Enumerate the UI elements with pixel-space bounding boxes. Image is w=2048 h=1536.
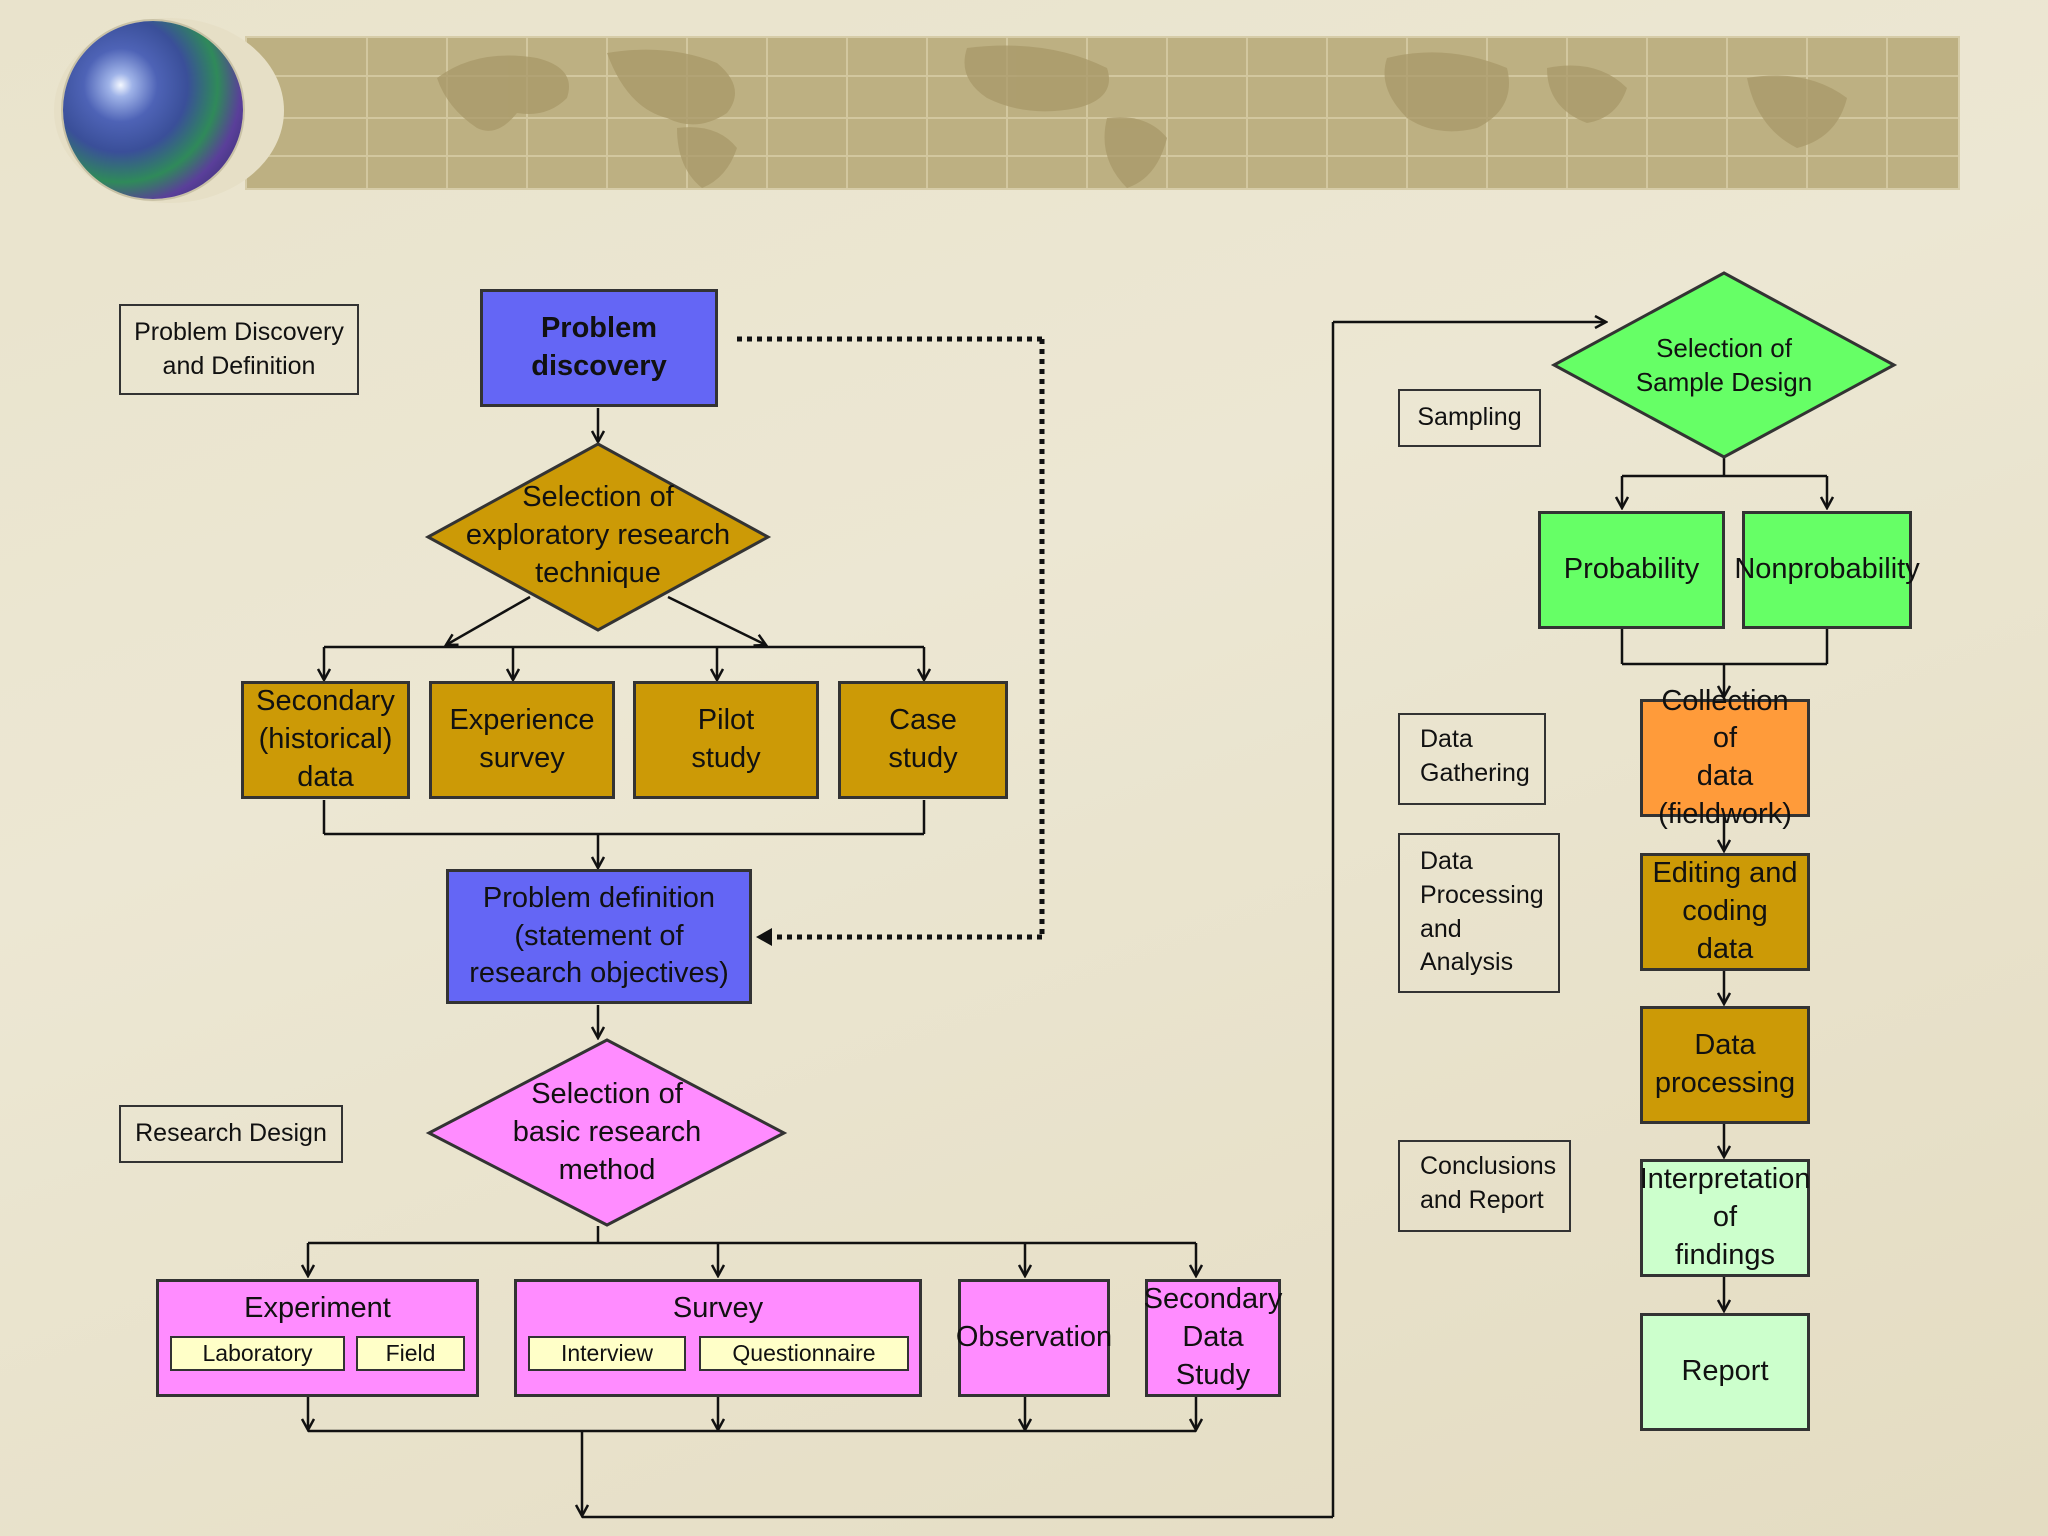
node-nonprobability: Nonprobability [1734, 511, 1920, 629]
basic-method-diamond-shape [425, 1038, 788, 1227]
node-case-study: Case study [838, 681, 1008, 799]
stage-label-processing: Data Processing and Analysis [1398, 833, 1560, 993]
sub-questionnaire: Questionnaire [699, 1336, 909, 1371]
node-collection-of-data: Collection of data (fieldwork) [1640, 685, 1810, 830]
stage-label-conclusions: Conclusions and Report [1398, 1140, 1571, 1232]
node-probability: Probability [1538, 511, 1725, 629]
exploratory-diamond-shape [424, 442, 772, 632]
node-exploratory-technique: Selection of exploratory research techni… [465, 481, 731, 589]
world-map-banner [245, 36, 1960, 190]
node-sample-design: Selection of Sample Design [1635, 333, 1813, 397]
sub-laboratory: Laboratory [170, 1336, 345, 1371]
map-grid [247, 38, 1958, 188]
node-problem-discovery: Problem discovery [480, 289, 718, 407]
sub-field: Field [356, 1336, 465, 1371]
node-secondary-data-study: Secondary Data Study [1144, 1279, 1282, 1397]
node-experience-survey: Experience survey [429, 681, 615, 799]
node-secondary-historical-data: Secondary (historical) data [241, 681, 410, 799]
node-pilot-study: Pilot study [633, 681, 819, 799]
node-observation: Observation [956, 1279, 1112, 1397]
globe-icon [63, 21, 243, 199]
feedback-arrowhead [756, 928, 772, 946]
node-report: Report [1640, 1313, 1810, 1431]
node-problem-definition: Problem definition (statement of researc… [446, 869, 752, 1004]
stage-label-problem: Problem Discovery and Definition [119, 304, 359, 395]
sample-design-diamond-shape [1550, 271, 1898, 459]
node-data-processing: Data processing [1640, 1006, 1810, 1124]
stage-label-gathering: Data Gathering [1398, 713, 1546, 805]
node-editing-coding: Editing and coding data [1640, 853, 1810, 971]
stage-label-sampling: Sampling [1398, 389, 1541, 447]
node-basic-research-method: Selection of basic research method [512, 1078, 702, 1186]
survey-title: Survey [672, 1292, 764, 1324]
node-interpretation: Interpretation of findings [1640, 1159, 1810, 1277]
sub-interview: Interview [528, 1336, 686, 1371]
experiment-title: Experiment [244, 1292, 391, 1324]
stage-label-design: Research Design [119, 1105, 343, 1163]
